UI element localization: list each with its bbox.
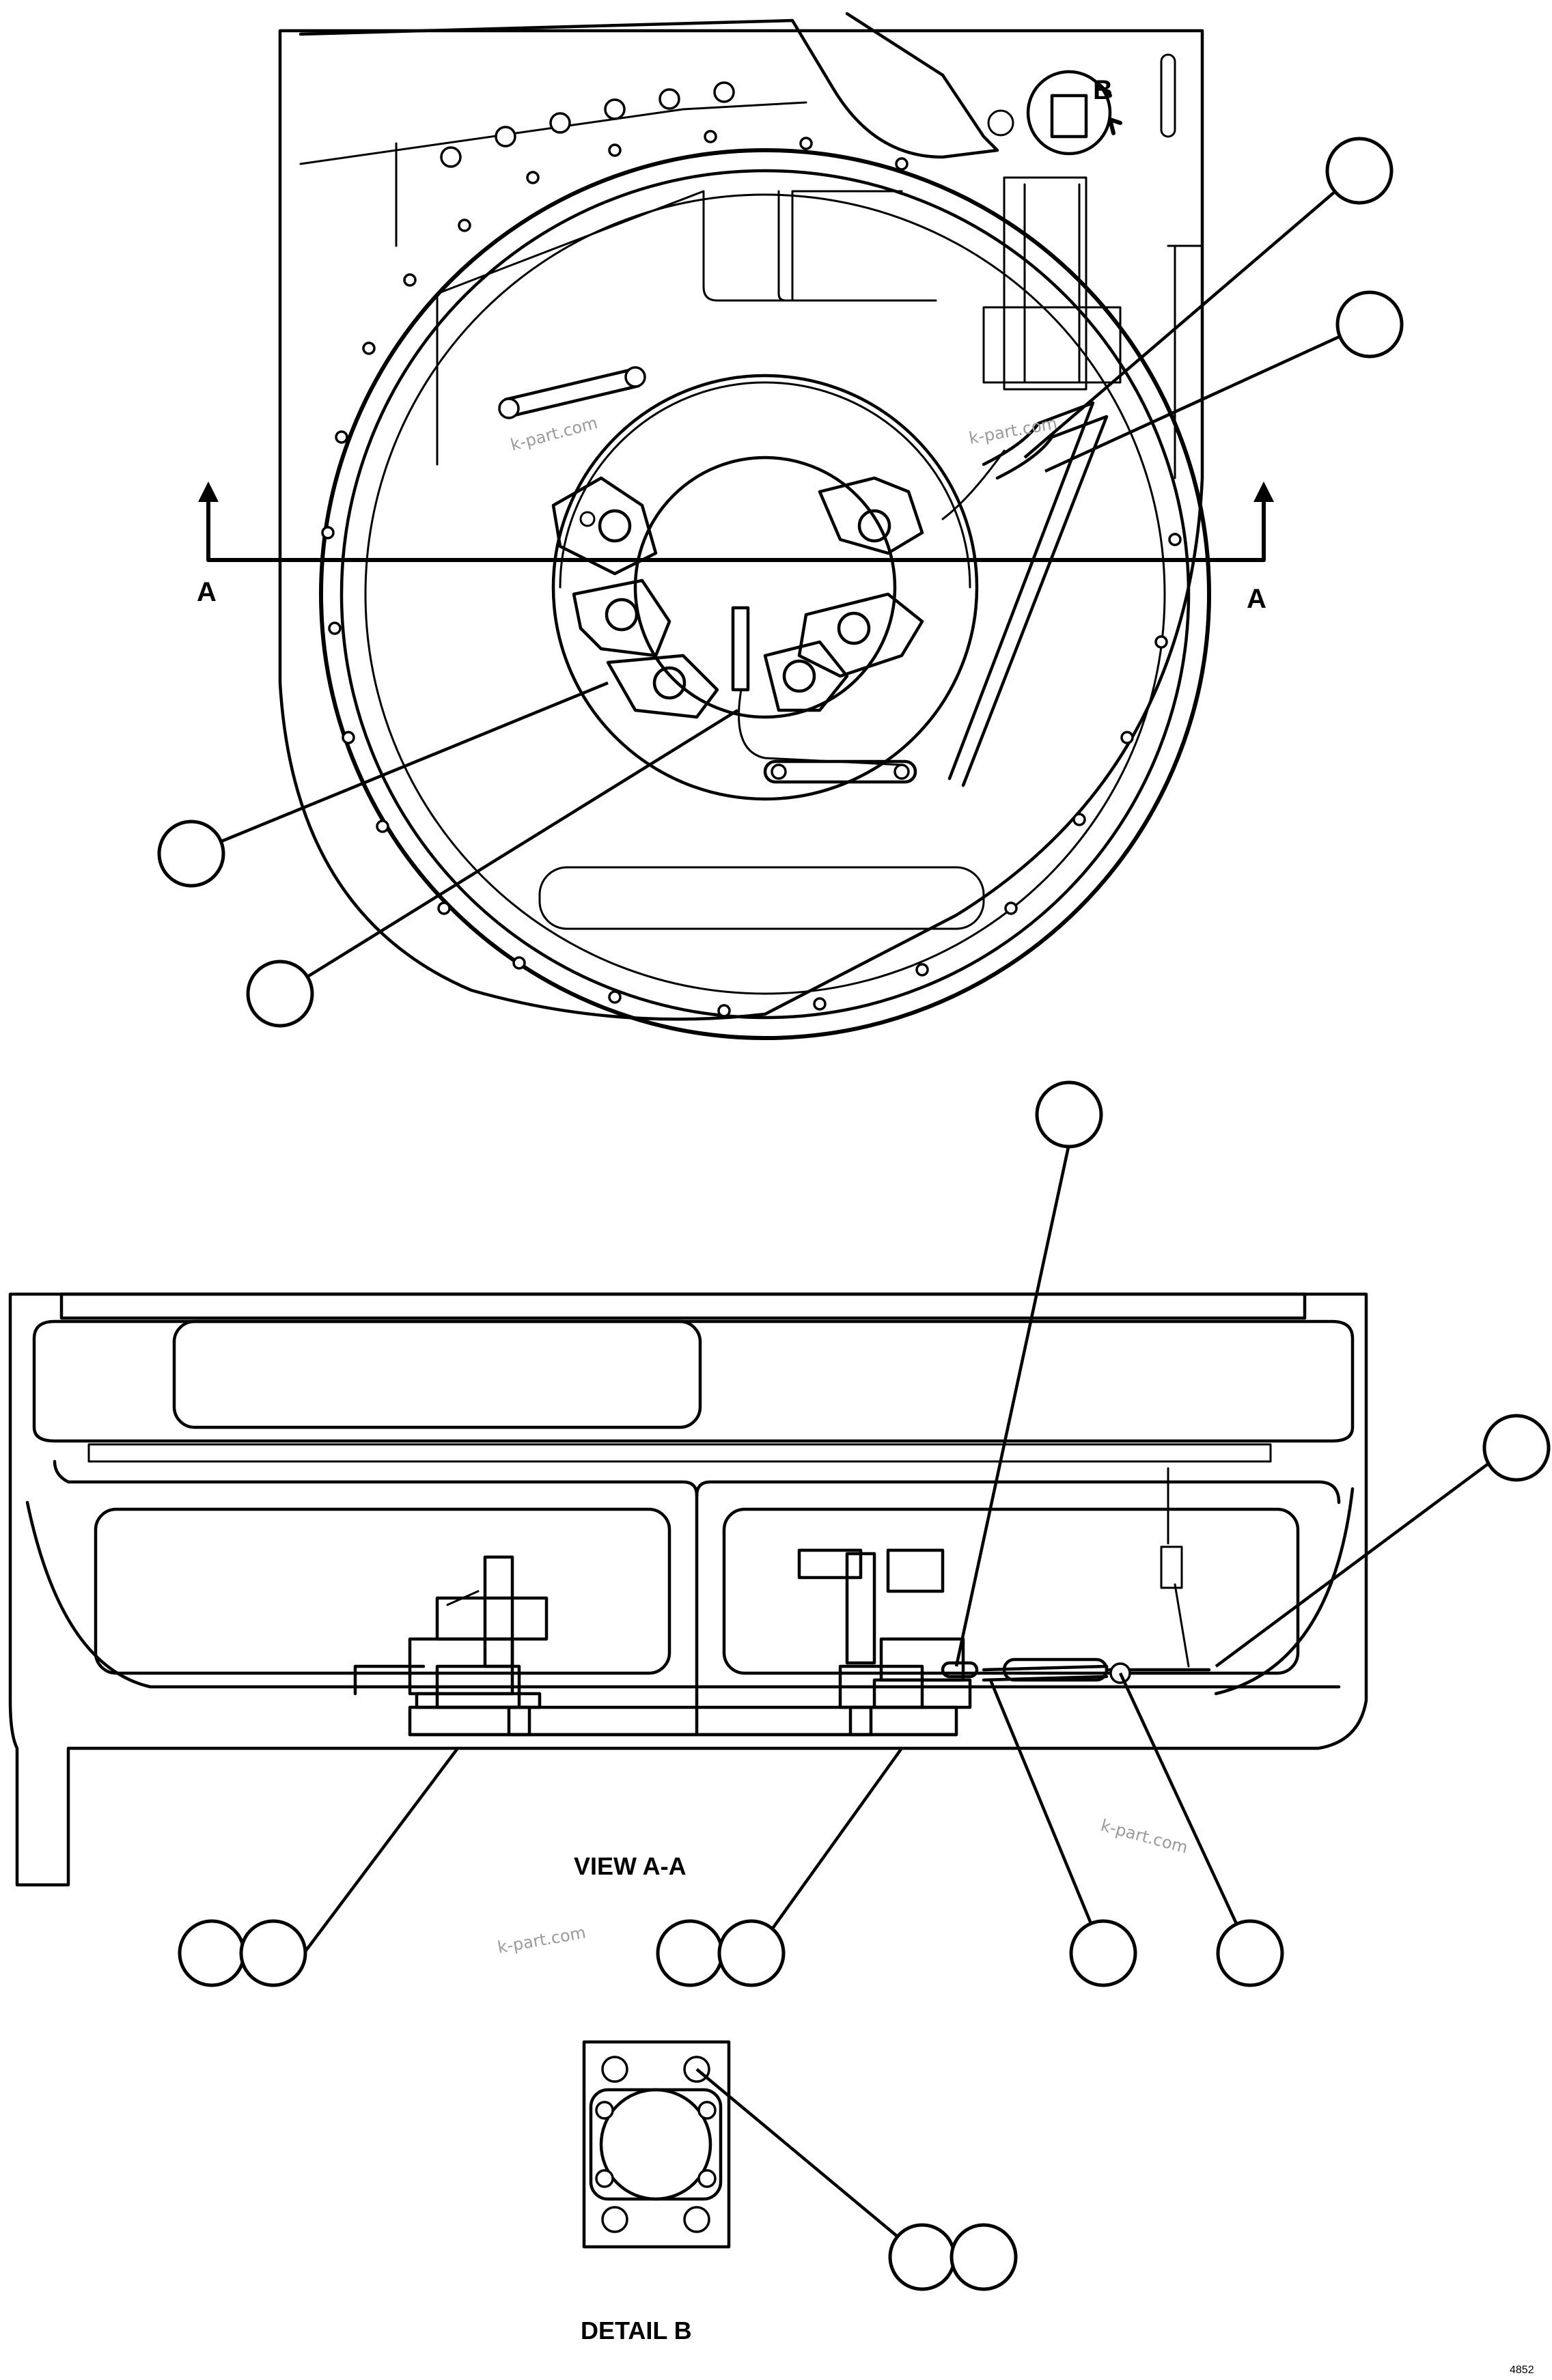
callout-bubble (656, 1919, 724, 1987)
callout-bubble (950, 2223, 1018, 2291)
section-label-right: A (1247, 584, 1266, 614)
link-lower (763, 759, 917, 784)
top-view: B (197, 12, 1274, 1040)
watermark-4: k-part.com (496, 1923, 587, 1957)
watermark-1: k-part.com (508, 413, 599, 455)
callout-bubble (1335, 290, 1404, 359)
callouts (157, 137, 1551, 2291)
right-pivot-assembly (797, 1467, 1211, 1737)
callout-bubble (157, 820, 225, 888)
detail-label: DETAIL B (581, 2316, 692, 2344)
bracket-left-lower (572, 578, 719, 719)
section-view: k-part.com k-part.com VIEW A-A (8, 1292, 1368, 1957)
callout-bubble (239, 1919, 307, 1987)
callout-bubble (178, 1919, 246, 1987)
detail-b-letter: B (1093, 75, 1113, 105)
view-label: VIEW A-A (574, 1852, 687, 1880)
callout-bubble (888, 2223, 956, 2291)
callout-bubble (246, 960, 314, 1028)
callout-bubble (1216, 1919, 1284, 1987)
ring-bolt-holes (321, 81, 1182, 1018)
bracket-right-upper (818, 476, 924, 555)
left-pivot-assembly (353, 1555, 549, 1737)
drawing-number: 4852 (1510, 2364, 1534, 2376)
callout-bubble (717, 1919, 786, 1987)
watermark-3: k-part.com (1098, 1816, 1189, 1858)
detail-b: DETAIL B (581, 2040, 731, 2344)
bracket-right-lower (763, 592, 924, 712)
callout-bubble (1069, 1919, 1137, 1987)
callout-bubble (1482, 1414, 1551, 1482)
callout-bubble (1325, 137, 1394, 205)
callout-bubble (1035, 1080, 1103, 1149)
link-upper (498, 366, 646, 419)
section-line-a: A A (197, 481, 1274, 614)
watermark-2: k-part.com (967, 414, 1059, 448)
bracket-left-upper (551, 476, 658, 576)
detail-b-marker: B (987, 70, 1122, 156)
section-label-left: A (197, 577, 217, 607)
